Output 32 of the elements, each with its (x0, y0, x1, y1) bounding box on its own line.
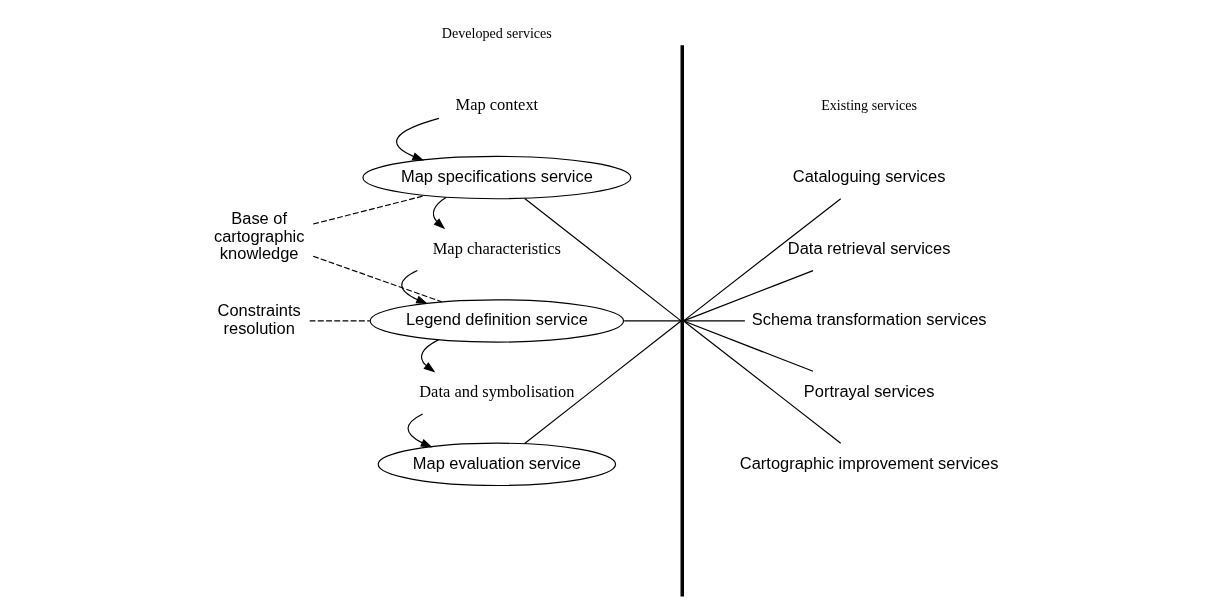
node-text: Data and symbolisation (418, 382, 574, 401)
node-ellipse: Legend definition service (369, 299, 624, 343)
arrow (395, 117, 439, 161)
node-text: Cartographic improvement services (739, 453, 998, 472)
connector (308, 320, 370, 322)
node-text: Base of cartographic knowledge (213, 209, 304, 263)
node-text: Map context (455, 95, 538, 115)
node-ellipse: Map specifications service (361, 155, 631, 200)
connector (312, 255, 442, 303)
arrow (400, 270, 428, 304)
arrow (432, 196, 447, 230)
connector (682, 198, 841, 322)
label: Developed services (441, 24, 552, 41)
node-bar (680, 45, 684, 597)
label: Existing services (820, 96, 917, 113)
connector (682, 270, 814, 322)
connector (523, 197, 682, 322)
connector (682, 320, 814, 372)
connector (682, 320, 841, 444)
node-text: Schema transformation services (751, 310, 987, 329)
connector (623, 320, 682, 322)
node-text: Constraints resolution (217, 301, 301, 338)
connector (523, 320, 682, 445)
node-ellipse: Map evaluation service (377, 442, 616, 487)
connector (312, 194, 426, 225)
node-text: Portrayal services (803, 382, 934, 400)
arrow (407, 413, 433, 448)
node-text: Data retrieval services (787, 238, 950, 257)
arrow (420, 339, 439, 373)
node-text: Map characteristics (432, 238, 561, 258)
connector (682, 320, 745, 322)
node-text: Cataloguing services (792, 166, 945, 185)
